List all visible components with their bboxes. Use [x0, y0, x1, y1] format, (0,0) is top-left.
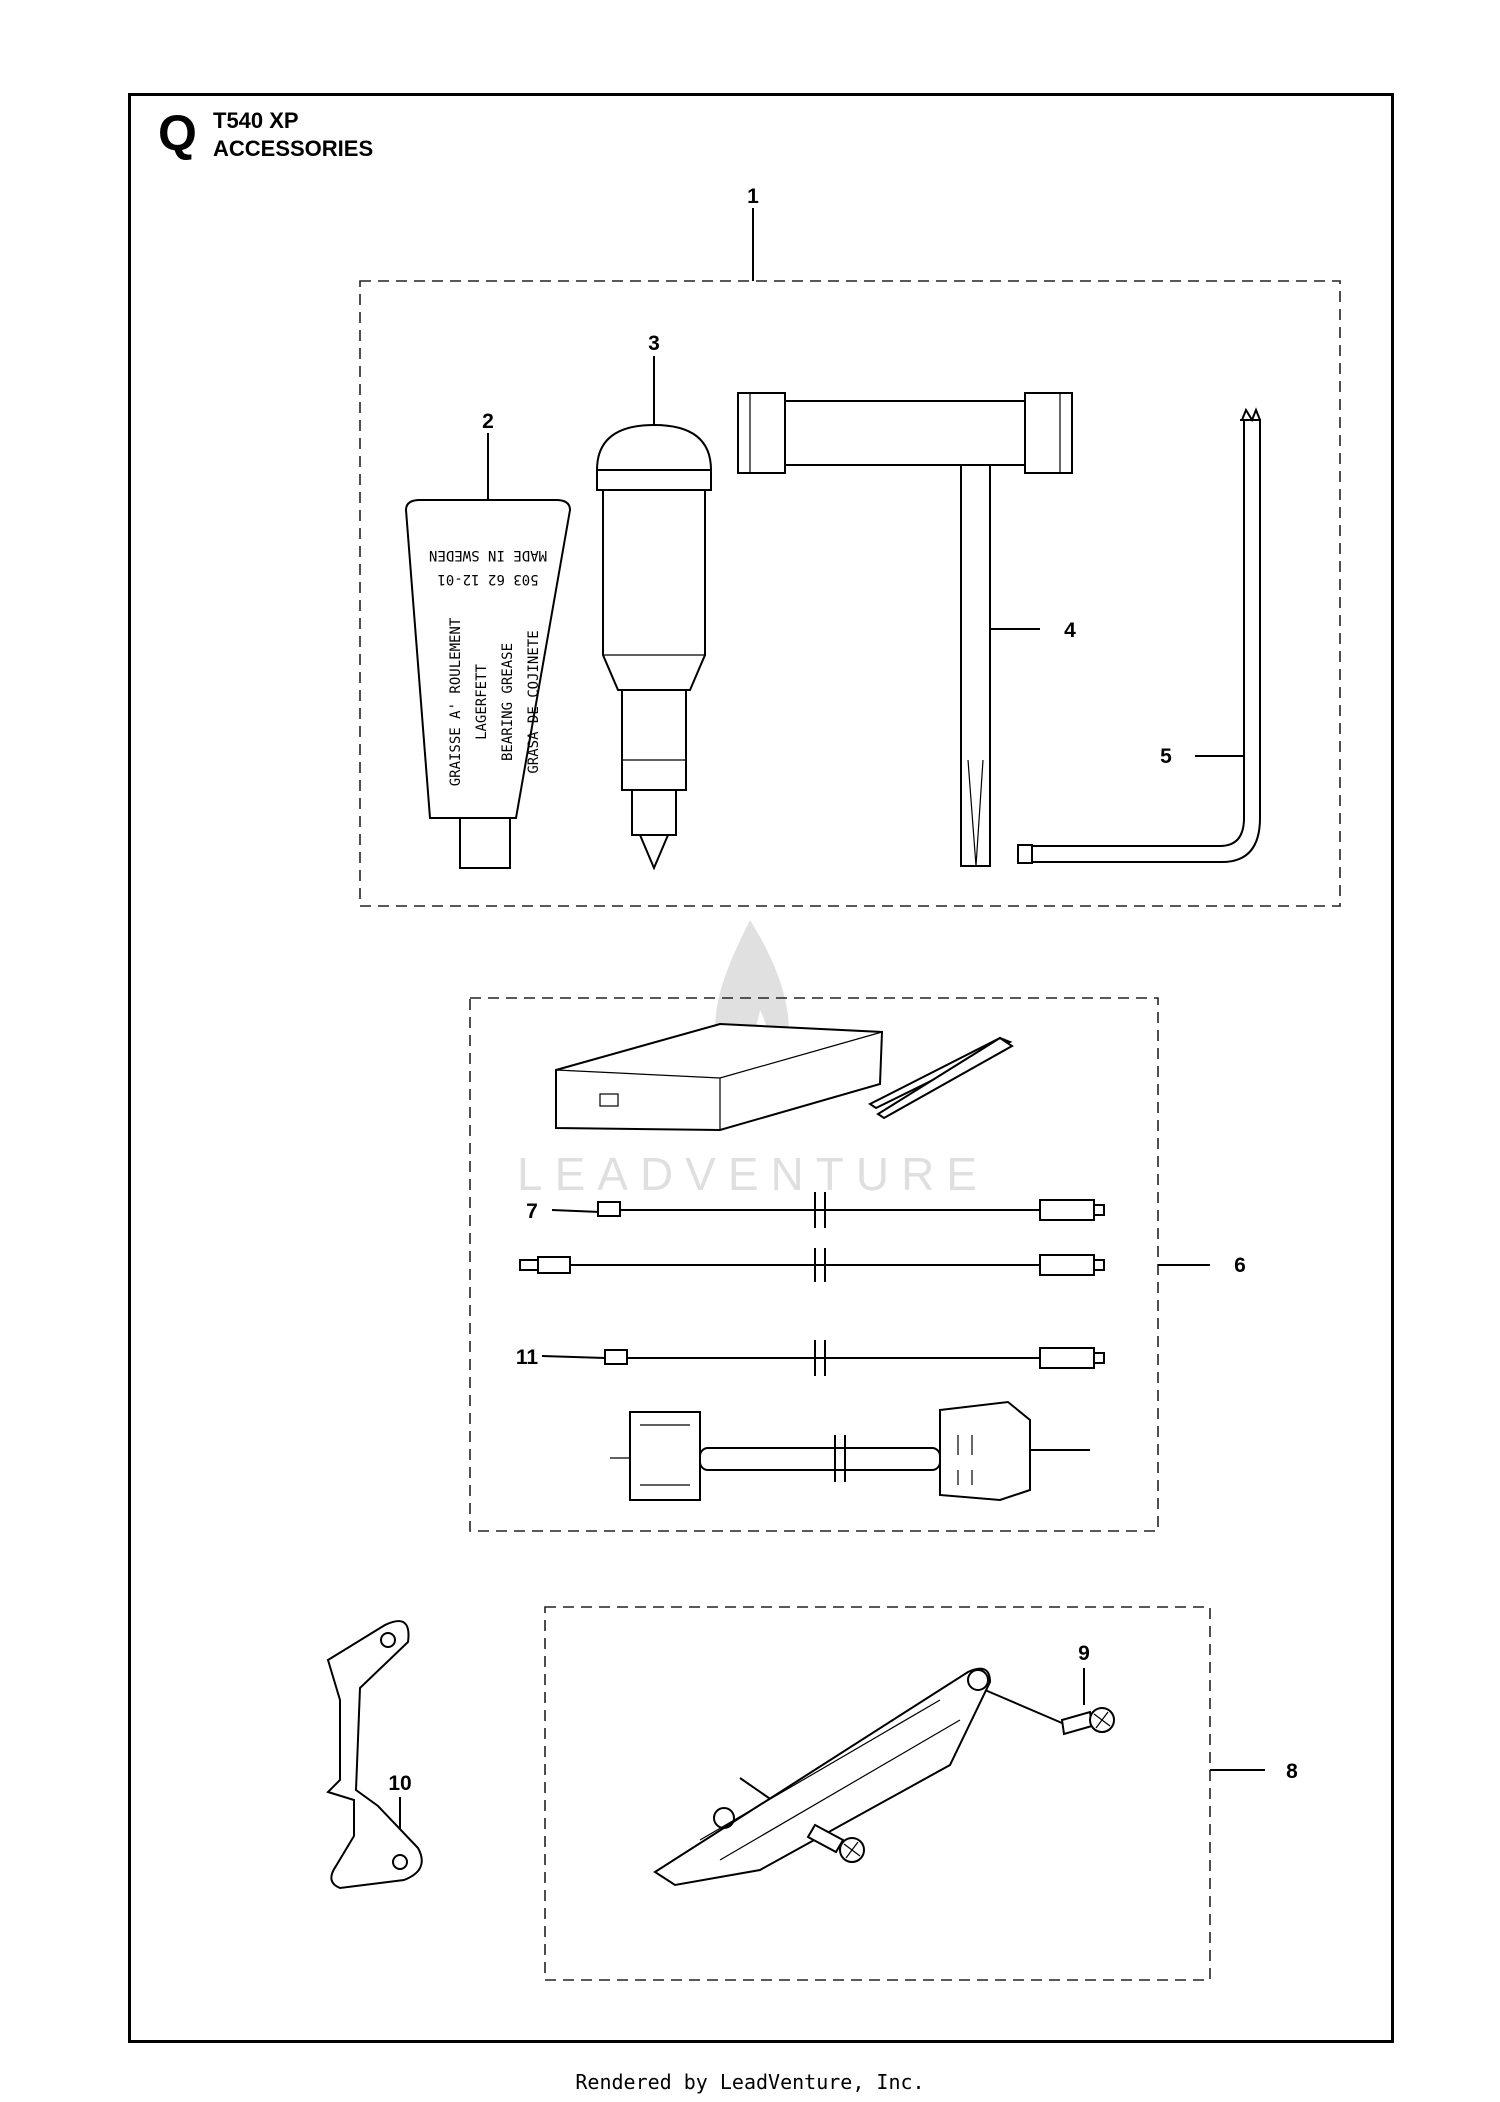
- cable-plain: [519, 1248, 1105, 1282]
- group-box-kit-8: [544, 1606, 1211, 1981]
- callout-5: 5: [1160, 745, 1172, 768]
- callout-8: 8: [1286, 1760, 1298, 1783]
- bumper-spike: [326, 1620, 423, 1890]
- callout-10: 10: [388, 1772, 411, 1795]
- svg-text:503 62 12-01: 503 62 12-01: [437, 571, 538, 587]
- svg-text:BEARING GREASE: BEARING GREASE: [500, 643, 516, 761]
- callout-9: 9: [1078, 1642, 1090, 1665]
- callout-1: 1: [747, 185, 759, 208]
- combination-wrench: [737, 392, 1073, 867]
- group-box-kit-1: [359, 280, 1341, 907]
- page-title: ACCESSORIES: [213, 136, 374, 161]
- diagnostic-interface-box: [555, 1022, 884, 1132]
- tweezers: [868, 1036, 1014, 1120]
- bearing-grease-tube: GRAISSE A' ROULEMENT LAGERFETT BEARING G…: [404, 499, 572, 869]
- cable-7: [597, 1192, 1105, 1228]
- cable-11: [604, 1340, 1105, 1376]
- callout-4: 4: [1064, 619, 1076, 642]
- diagram-frame: [128, 93, 1394, 2043]
- callout-7: 7: [526, 1200, 538, 1223]
- callout-6: 6: [1234, 1254, 1246, 1277]
- guide-bar-cover: [653, 1667, 992, 1887]
- svg-text:MADE IN SWEDEN: MADE IN SWEDEN: [429, 547, 547, 563]
- footer-credit: Rendered by LeadVenture, Inc.: [575, 2070, 925, 2094]
- torx-key: [1017, 407, 1261, 864]
- svg-text:GRASA DE COJINETE: GRASA DE COJINETE: [526, 630, 542, 773]
- svg-text:LAGERFETT: LAGERFETT: [474, 664, 490, 740]
- callout-2: 2: [482, 410, 494, 433]
- section-letter: Q: [158, 105, 197, 161]
- callout-11: 11: [516, 1346, 539, 1369]
- svg-text:GRAISSE A' ROULEMENT: GRAISSE A' ROULEMENT: [448, 617, 464, 786]
- grease-pump: [595, 423, 713, 871]
- model-name: T540 XP: [213, 108, 299, 133]
- screw-lower: [806, 1823, 865, 1863]
- ignition-module-harness: [610, 1400, 1090, 1502]
- screw-upper: [1060, 1707, 1115, 1736]
- watermark-text: LEADVENTURE: [517, 1148, 989, 1200]
- callout-3: 3: [648, 332, 660, 355]
